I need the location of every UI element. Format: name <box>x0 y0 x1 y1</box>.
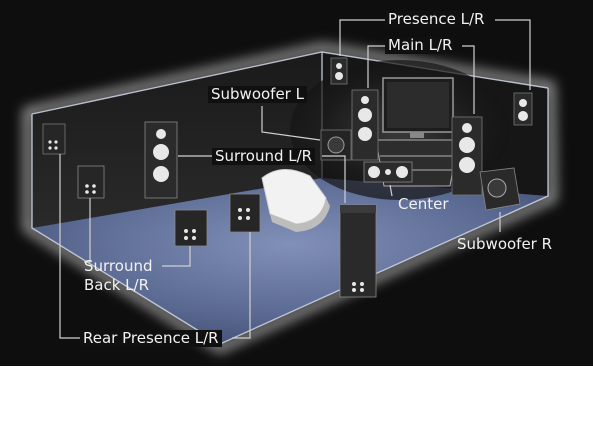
surround-back-left-speaker <box>77 165 105 199</box>
presence-left-speaker <box>330 57 348 85</box>
home-theater-diagram: Presence L/R Main L/R Subwoofer L Surrou… <box>0 0 593 366</box>
label-subwoofer-r: Subwoofer R <box>457 235 553 253</box>
leader-presence-left <box>339 19 385 56</box>
leader-subwoofer-left <box>261 106 321 141</box>
rear-presence-left-speaker <box>42 123 66 155</box>
leader-center <box>389 184 393 197</box>
label-surround: Surround L/R <box>212 148 316 165</box>
leader-main-right <box>462 45 475 114</box>
tv <box>382 77 454 138</box>
label-subwoofer-l: Subwoofer L <box>208 86 307 103</box>
leader-rear-presence-left <box>59 154 80 339</box>
room-floor <box>32 178 548 344</box>
leader-lines <box>59 19 531 339</box>
rear-presence-right-speaker <box>229 193 261 233</box>
leader-presence-right <box>495 19 531 90</box>
leader-surround-right <box>322 155 346 203</box>
surround-left-speaker <box>144 121 178 199</box>
leader-main-left <box>367 45 385 88</box>
surround-back-right-speaker <box>174 209 208 247</box>
surround-right-speaker <box>339 204 377 298</box>
leader-surround-back-left <box>84 198 91 263</box>
subwoofer-right <box>479 167 521 211</box>
label-rear-presence: Rear Presence L/R <box>80 330 222 347</box>
room-illustration <box>23 19 558 354</box>
leader-surround-back-right <box>162 246 191 267</box>
listening-chair <box>261 169 330 232</box>
room-glow <box>23 42 558 354</box>
presence-right-speaker <box>513 92 533 126</box>
center-speaker <box>363 161 413 183</box>
label-center: Center <box>398 195 449 213</box>
label-surround-back-line1: Surround <box>84 257 153 275</box>
main-right-speaker <box>451 116 483 196</box>
subwoofer-left <box>320 129 352 161</box>
leader-rear-presence-right <box>232 232 251 339</box>
blank-area <box>0 366 593 432</box>
label-main: Main L/R <box>385 37 456 54</box>
label-presence: Presence L/R <box>385 11 488 28</box>
label-surround-back-line2: Back L/R <box>84 276 150 294</box>
main-left-speaker <box>351 89 379 161</box>
